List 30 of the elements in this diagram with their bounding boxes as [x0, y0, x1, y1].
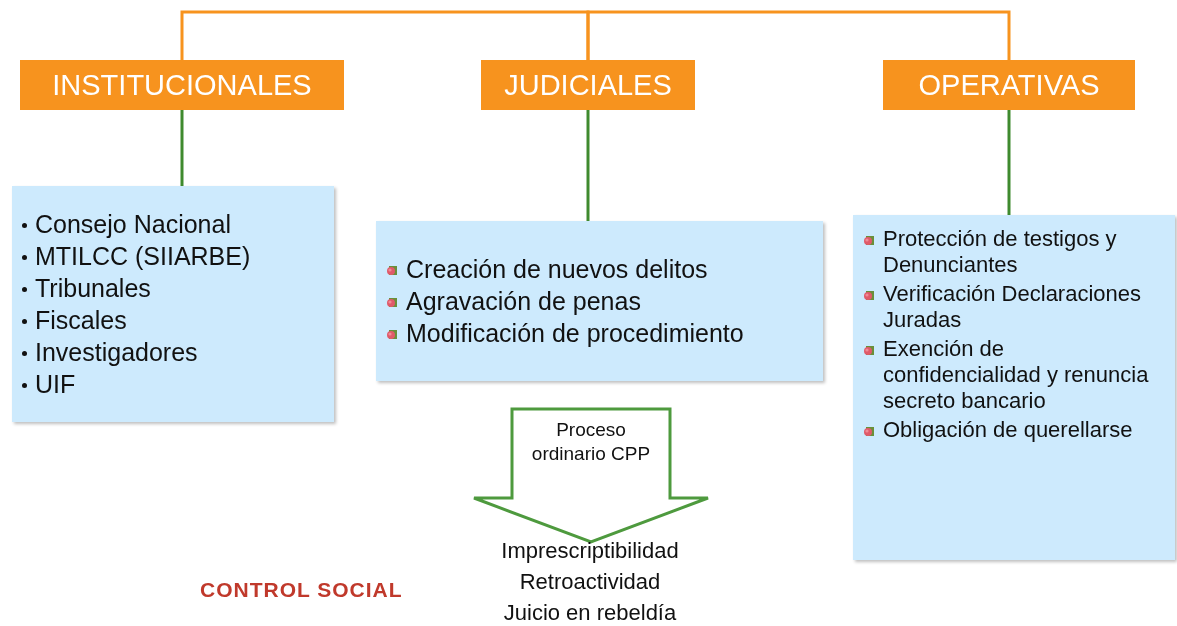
list-item: Investigadores	[35, 337, 198, 367]
category-header: INSTITUCIONALES	[20, 60, 344, 110]
result-text: Juicio en rebeldía	[503, 598, 677, 626]
list-item: Exención de confidencialidad y renuncia secreto bancario	[883, 335, 1150, 415]
list-item: MTILCC (SIIARBE)	[35, 241, 251, 271]
connector-line	[180, 110, 184, 186]
list-panel	[12, 186, 334, 422]
category-header: OPERATIVAS	[883, 60, 1135, 110]
connector-line	[586, 10, 1011, 60]
connector-line	[180, 10, 590, 60]
list-item: Tribunales	[35, 273, 151, 303]
list-panel	[853, 215, 1175, 560]
list-item: Protección de testigos y Denunciantes	[883, 226, 1118, 279]
result-text: Retroactividad	[519, 567, 661, 596]
list-item: UIF	[35, 369, 76, 399]
connector-line	[586, 110, 590, 221]
down-arrow-shape	[473, 408, 709, 543]
category-header: JUDICIALES	[481, 60, 695, 110]
list-item: Fiscales	[35, 305, 127, 335]
list-item: Creación de nuevos delitos	[406, 254, 708, 284]
list-item: Consejo Nacional	[35, 209, 231, 239]
list-item: Obligación de querellarse	[883, 416, 1133, 444]
list-item: Verificación Declaraciones Juradas	[883, 280, 1143, 334]
footer-title: CONTROL SOCIAL	[200, 578, 403, 602]
arrow-label: Proceso ordinario CPP	[530, 418, 652, 466]
list-panel	[376, 221, 823, 381]
list-item: Modificación de procedimiento	[406, 318, 744, 348]
connector-line	[1007, 110, 1011, 215]
result-text: Imprescriptibilidad	[501, 537, 679, 565]
list-item: Agravación de penas	[406, 286, 641, 316]
